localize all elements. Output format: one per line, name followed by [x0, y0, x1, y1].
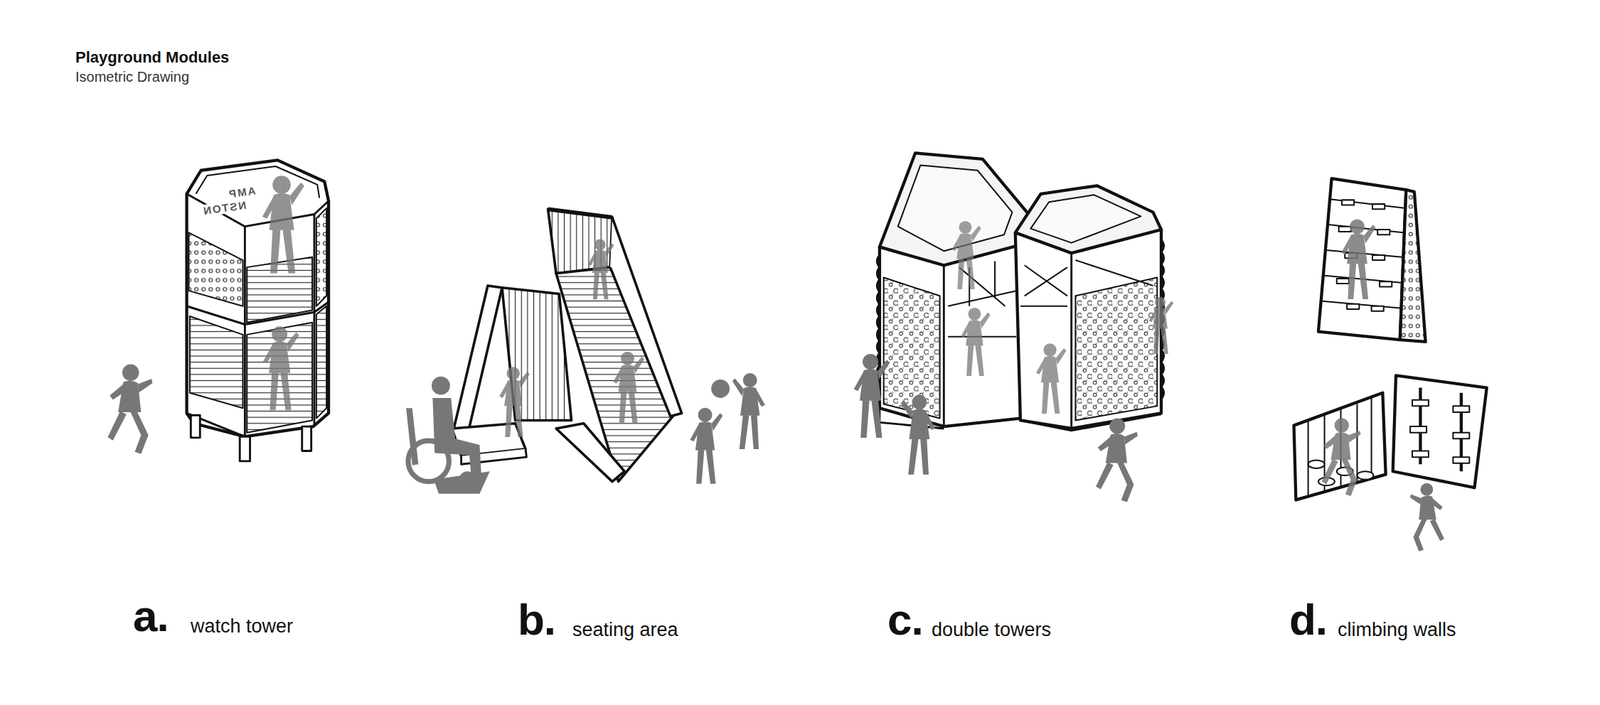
subtitle: Isometric Drawing: [75, 69, 190, 84]
sign-text: NSTON: [199, 198, 249, 217]
child-figures: [1321, 219, 1445, 552]
module-name: double towers: [931, 620, 1052, 640]
seating-area-drawing: [448, 209, 682, 482]
module-name: climbing walls: [1337, 620, 1457, 640]
module-letter: c.: [887, 598, 924, 643]
child-figures: [107, 175, 304, 455]
double-towers-drawing: [876, 152, 1164, 431]
module-letter: d.: [1289, 598, 1327, 643]
climbing-walls-drawing: [1294, 178, 1487, 500]
child-figures: [406, 238, 766, 494]
sign-text: AMP: [225, 184, 258, 201]
module-letter: a.: [132, 594, 169, 639]
watch-tower-drawing: [187, 160, 329, 462]
module-name: watch tower: [190, 617, 293, 637]
module-name: seating area: [572, 620, 679, 640]
diagram-title: Playground Modules: [75, 49, 229, 66]
child-figures: [854, 221, 1174, 503]
module-letter: b.: [517, 598, 556, 643]
